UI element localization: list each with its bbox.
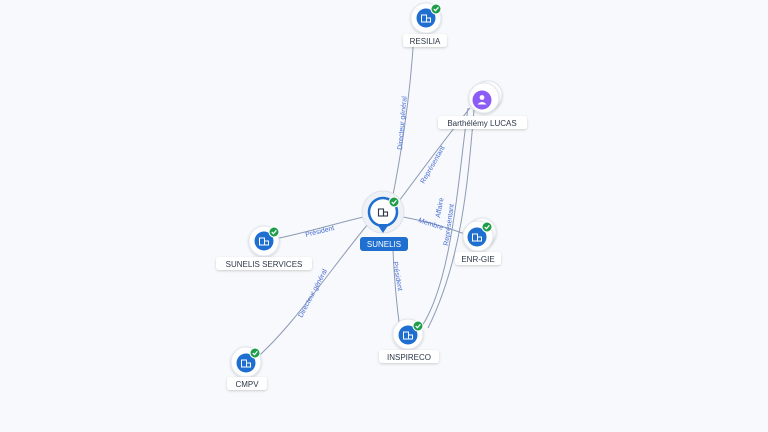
node-label: SUNELIS	[367, 240, 401, 249]
verified-check-icon	[412, 320, 424, 332]
verified-check-icon	[249, 347, 261, 359]
edge-cmpv-sunelis	[253, 223, 369, 361]
center-pin-tip	[377, 224, 389, 233]
building-icon	[241, 359, 251, 368]
verified-check-icon	[481, 221, 493, 233]
node-label-bg	[379, 350, 439, 363]
verified-check-icon	[268, 226, 280, 238]
edge-label-resilia: Directeur général	[397, 96, 409, 151]
node-barthelemy-lucas[interactable]: Barthélémy LUCAS	[438, 80, 527, 129]
verified-check-icon	[430, 3, 442, 15]
edge-label-lucas-inspireco-affaire: Affaire	[435, 197, 445, 218]
edges	[253, 33, 475, 361]
edge-services-sunelis	[269, 215, 369, 241]
node-sunelis[interactable]: SUNELIS	[360, 190, 408, 251]
building-icon	[259, 237, 269, 246]
node-label-bg	[438, 116, 527, 129]
edge-label-lucas-inspireco: Représentant	[443, 204, 456, 247]
node-label-bg	[227, 377, 267, 390]
person-icon	[477, 95, 487, 105]
building-icon	[403, 331, 413, 340]
node-label: INSPIRECO	[387, 353, 431, 362]
building-icon	[377, 208, 389, 217]
edge-label-inspireco: Président	[391, 261, 403, 291]
edge-label-services: Président	[305, 225, 335, 239]
node-label-bg	[216, 257, 312, 270]
edge-label-enr: Membre	[417, 217, 444, 232]
node-inspireco[interactable]: INSPIRECO	[379, 318, 439, 363]
edge-label-lucas: Représentant	[420, 145, 447, 185]
node-label: SUNELIS SERVICES	[226, 260, 303, 269]
edge-resilia-sunelis	[391, 33, 415, 201]
node-label-bg	[455, 252, 501, 265]
edge-lucas-inspireco-2	[427, 109, 475, 329]
edge-label-cmpv: Directeur général	[298, 268, 330, 319]
edge-lucas-inspireco	[421, 107, 469, 327]
node-sunelis-services[interactable]: SUNELIS SERVICES	[216, 225, 312, 270]
node-label-bg	[403, 34, 447, 47]
node-enr-gie[interactable]: ENR-GIE	[455, 217, 501, 265]
person-circle	[472, 90, 492, 110]
node-label: CMPV	[235, 380, 259, 389]
node-cmpv[interactable]: CMPV	[227, 346, 267, 390]
node-label: Barthélémy LUCAS	[447, 119, 516, 128]
building-icon	[421, 14, 431, 23]
center-label-bg	[360, 237, 408, 251]
node-label: ENR-GIE	[461, 255, 494, 264]
building-icon	[472, 233, 482, 242]
verified-check-icon	[388, 196, 400, 208]
node-resilia[interactable]: RESILIA	[403, 2, 447, 47]
node-label: RESILIA	[410, 37, 441, 46]
